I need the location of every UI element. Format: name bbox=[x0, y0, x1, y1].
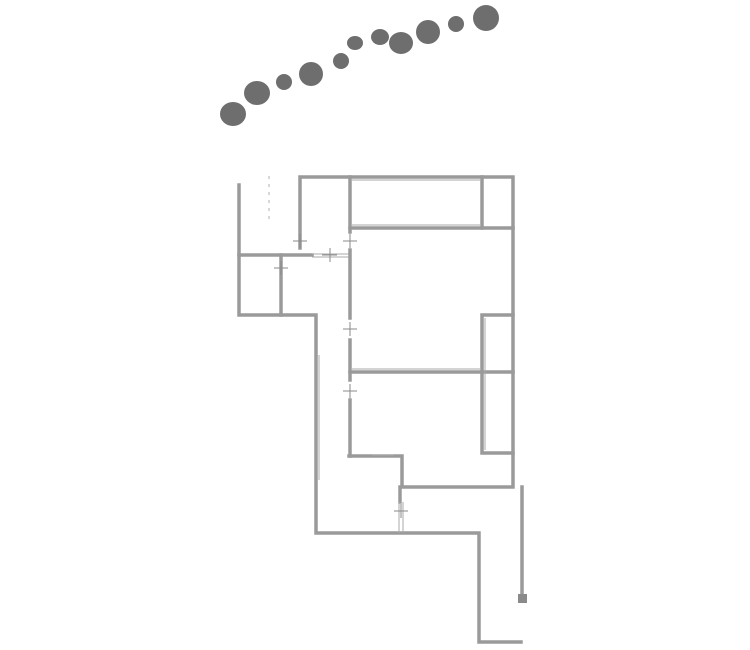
stepping-stone bbox=[371, 29, 389, 45]
exterior-walls bbox=[237, 175, 527, 644]
door-marker bbox=[343, 234, 357, 248]
wall-closet-right-1 bbox=[480, 313, 515, 374]
door-marker bbox=[394, 504, 408, 518]
stepping-stone bbox=[276, 74, 292, 90]
door-marker bbox=[293, 234, 307, 248]
column-marker bbox=[518, 594, 527, 603]
wall-left-stub bbox=[237, 183, 523, 644]
stepping-stone-path bbox=[220, 5, 499, 126]
wall-closet-right-2 bbox=[480, 370, 515, 455]
door-marker bbox=[274, 261, 288, 275]
interior-walls bbox=[237, 175, 515, 533]
stepping-stone bbox=[347, 36, 363, 50]
stepping-stone bbox=[448, 16, 464, 32]
stepping-stone bbox=[244, 81, 270, 105]
stepping-stone bbox=[220, 102, 246, 126]
door-marker bbox=[343, 322, 357, 336]
stepping-stone bbox=[333, 53, 349, 69]
stepping-stone bbox=[473, 5, 499, 31]
stepping-stone bbox=[299, 62, 323, 86]
door-marker bbox=[343, 384, 357, 398]
wall-upper-closet bbox=[298, 175, 515, 489]
door-markers bbox=[274, 234, 408, 518]
stepping-stone bbox=[416, 20, 440, 44]
door-marker bbox=[322, 248, 337, 262]
stepping-stone bbox=[389, 32, 413, 54]
